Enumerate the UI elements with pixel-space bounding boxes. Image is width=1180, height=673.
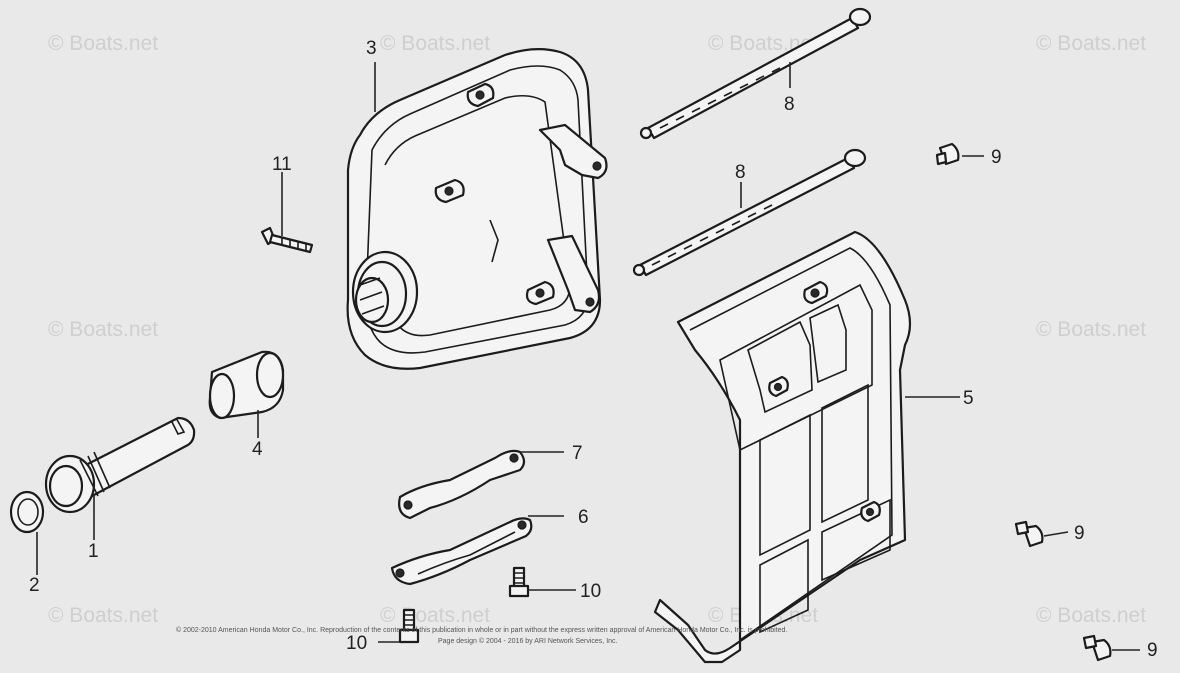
copyright-notice: © 2002-2010 American Honda Motor Co., In… (176, 626, 787, 645)
part-10-bolt-lower[interactable] (398, 608, 420, 644)
watermark: © Boats.net (1036, 318, 1146, 341)
callout-9-middle[interactable]: 9 (1074, 523, 1085, 544)
part-9-bolt-c[interactable] (1082, 634, 1112, 662)
callout-7[interactable]: 7 (572, 443, 583, 464)
part-9-bolt-b[interactable] (1014, 520, 1044, 548)
part-6-strap[interactable] (390, 517, 533, 586)
leader-lines (36, 62, 1140, 651)
watermark: © Boats.net (48, 318, 158, 341)
part-3-fuel-tank[interactable] (346, 48, 608, 370)
watermark: © Boats.net (380, 604, 490, 627)
part-2-washer[interactable] (9, 490, 45, 534)
callout-9-lower[interactable]: 9 (1147, 640, 1158, 661)
watermark: © Boats.net (1036, 32, 1146, 55)
part-11-bolt[interactable] (260, 226, 314, 254)
part-8-bolt-lower[interactable] (632, 148, 867, 277)
part-5-protector-plate[interactable] (653, 230, 912, 664)
part-1-filler-neck[interactable] (44, 416, 196, 514)
callout-3[interactable]: 3 (366, 38, 377, 59)
callout-10-lower[interactable]: 10 (346, 633, 367, 654)
watermarks: © Boats.net © Boats.net © Boats.net © Bo… (48, 32, 1146, 627)
callout-8-upper[interactable]: 8 (784, 94, 795, 115)
copyright-line-1: © 2002-2010 American Honda Motor Co., In… (176, 626, 787, 634)
part-10-bolt-upper[interactable] (508, 566, 530, 598)
callout-8-lower[interactable]: 8 (735, 162, 746, 183)
watermark: © Boats.net (48, 604, 158, 627)
callout-1[interactable]: 1 (88, 541, 99, 562)
callout-5[interactable]: 5 (963, 388, 974, 409)
watermark: © Boats.net (708, 32, 818, 55)
callout-6[interactable]: 6 (578, 507, 589, 528)
copyright-line-2: Page design © 2004 - 2016 by ARI Network… (438, 637, 618, 645)
callout-11[interactable]: 11 (272, 154, 292, 175)
callout-4[interactable]: 4 (252, 439, 263, 460)
callouts: 3 11 8 8 9 5 4 7 6 1 2 10 10 9 9 (29, 38, 1158, 661)
part-4-sleeve[interactable] (208, 350, 285, 420)
part-8-bolt-upper[interactable] (639, 7, 872, 140)
callout-2[interactable]: 2 (29, 575, 40, 596)
part-9-bolt-a[interactable] (935, 142, 960, 166)
callout-10-upper[interactable]: 10 (580, 581, 601, 602)
callout-9-upper[interactable]: 9 (991, 147, 1002, 168)
watermark: © Boats.net (380, 32, 490, 55)
part-7-strap[interactable] (398, 449, 526, 520)
watermark: © Boats.net (48, 32, 158, 55)
watermark: © Boats.net (1036, 604, 1146, 627)
